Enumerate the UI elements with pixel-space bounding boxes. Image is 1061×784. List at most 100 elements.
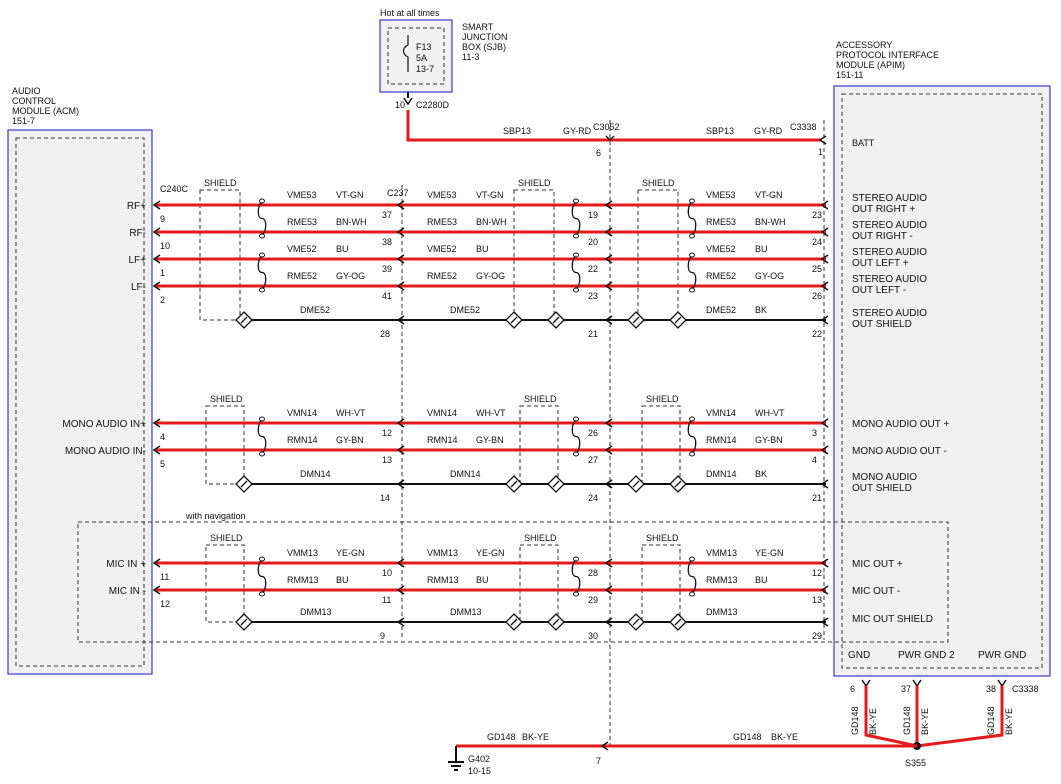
c3052-pin-number: 29 bbox=[588, 595, 598, 605]
shield-ground-mark bbox=[510, 618, 518, 626]
apim-pin-label: OUT RIGHT - bbox=[852, 231, 913, 242]
c3052-pin bbox=[604, 617, 613, 627]
c3052-pin-number: 28 bbox=[588, 568, 598, 578]
twist-end bbox=[259, 233, 265, 239]
sjb-box bbox=[379, 19, 453, 93]
apim-pin-label: STEREO AUDIO bbox=[852, 308, 927, 319]
shield-ground-mark bbox=[674, 316, 682, 324]
apim-pin-label: MONO AUDIO OUT + bbox=[852, 419, 949, 430]
vertical-wire-label: BK-YE bbox=[1004, 708, 1014, 735]
splice-label: S355 bbox=[905, 758, 926, 768]
c3052-pin-number: 24 bbox=[588, 493, 598, 503]
acm-label: AUDIO bbox=[12, 86, 41, 96]
wire-color-label: GY-OG bbox=[336, 271, 365, 281]
acm-pin-number: 9 bbox=[160, 214, 165, 224]
wire-color-label: BN-WH bbox=[755, 217, 786, 227]
wire-color-label: WH-VT bbox=[755, 408, 785, 418]
apim-pin-label: MONO AUDIO OUT - bbox=[852, 446, 947, 457]
drain-circuit-label: DME52 bbox=[300, 305, 330, 315]
acm-pin bbox=[152, 418, 161, 428]
ground-pin-number: 37 bbox=[901, 684, 911, 694]
circuit-label: VME53 bbox=[706, 190, 736, 200]
apim-pin-label: STEREO AUDIO bbox=[852, 220, 927, 231]
apim-pin-number: 23 bbox=[812, 210, 822, 220]
apim-pin-number: 24 bbox=[812, 237, 822, 247]
ground-color-left: BK-YE bbox=[522, 732, 549, 742]
c237-pin bbox=[396, 315, 405, 325]
vertical-wire-label: BK-YE bbox=[920, 708, 930, 735]
shield-right bbox=[641, 544, 681, 623]
shield-label: SHIELD bbox=[646, 533, 679, 543]
circuit-label: VMM13 bbox=[287, 548, 318, 558]
acm-pin bbox=[152, 200, 161, 210]
acm-pin-number: 1 bbox=[160, 268, 165, 278]
shield-label: SHIELD bbox=[524, 533, 557, 543]
wire-color-label: VT-GN bbox=[336, 190, 364, 200]
apim-pin bbox=[820, 445, 829, 455]
c3052-pin bbox=[604, 418, 613, 428]
twist-end bbox=[573, 198, 579, 204]
acm-pin-label: MONO AUDIO IN- bbox=[65, 446, 146, 457]
apim-pin bbox=[820, 558, 829, 568]
drain-circuit-label: DMM13 bbox=[706, 607, 738, 617]
sjb-label: BOX (SJB) bbox=[462, 42, 506, 52]
shield-ground-mark bbox=[632, 316, 640, 324]
twisted-pair-icon bbox=[571, 254, 581, 291]
twist-end bbox=[573, 451, 579, 457]
shield-ground-mark bbox=[674, 618, 682, 626]
wire-color-label: VT-GN bbox=[755, 190, 783, 200]
apim-box bbox=[833, 85, 1051, 677]
apim-pin bbox=[820, 418, 829, 428]
c3052-pin bbox=[604, 281, 613, 291]
wire-color-label: GY-BN bbox=[336, 435, 364, 445]
acm-pin-number: 5 bbox=[160, 459, 165, 469]
batt-wire bbox=[406, 110, 820, 142]
c3052-pin bbox=[604, 227, 613, 237]
apim-label: MODULE (APIM) bbox=[836, 60, 905, 70]
wire-color-label: GY-BN bbox=[476, 435, 504, 445]
shield-ground-mark bbox=[674, 480, 682, 488]
apim-pin-number: 22 bbox=[812, 329, 822, 339]
acm-label: CONTROL bbox=[12, 96, 56, 106]
twisted-pair-icon bbox=[257, 254, 267, 291]
twisted-pair-icon bbox=[687, 558, 697, 595]
twist-end bbox=[573, 252, 579, 258]
c3052-ground-pin bbox=[600, 741, 609, 751]
twisted-pair-icon bbox=[257, 200, 267, 237]
apim-pin-label: MONO AUDIO bbox=[852, 472, 917, 483]
shield-ground-mark bbox=[632, 480, 640, 488]
apim-ground-pin bbox=[861, 679, 871, 688]
vertical-wire-label: BK-YE bbox=[868, 708, 878, 735]
twist-end bbox=[259, 287, 265, 293]
circuit-label: RMN14 bbox=[427, 435, 458, 445]
shield-ground-mark bbox=[552, 618, 560, 626]
ground-circuit-right: GD148 bbox=[733, 732, 762, 742]
acm-label: 151-7 bbox=[12, 116, 35, 126]
circuit-label: RME53 bbox=[287, 217, 317, 227]
c3052-pin bbox=[604, 558, 613, 568]
wire-color-label: YE-GN bbox=[336, 548, 365, 558]
wire-color-label: BU bbox=[755, 244, 768, 254]
ground-wire-pwr bbox=[916, 686, 1004, 748]
acm-label: MODULE (ACM) bbox=[12, 106, 79, 116]
wire-color-label: BN-WH bbox=[476, 217, 507, 227]
ground-connector-label: C3338 bbox=[1012, 684, 1039, 694]
shield-ground-mark bbox=[510, 480, 518, 488]
c3052-pin-mark bbox=[605, 135, 615, 141]
ground-id-label: G402 bbox=[468, 754, 490, 764]
c3052-pin-number: 22 bbox=[588, 264, 598, 274]
apim-pin bbox=[820, 585, 829, 595]
acm-pin bbox=[152, 445, 161, 455]
drain-circuit-label: DMM13 bbox=[450, 607, 482, 617]
apim-pin bbox=[820, 281, 829, 291]
apim-pin-label: STEREO AUDIO bbox=[852, 247, 927, 258]
wire-color-label: BK bbox=[755, 469, 767, 479]
apim-pin-number: 4 bbox=[812, 455, 817, 465]
apim-inner bbox=[841, 93, 1043, 669]
vertical-wire-label: GD148 bbox=[850, 706, 860, 735]
twist-end bbox=[689, 416, 695, 422]
vertical-wire-label: GD148 bbox=[902, 706, 912, 735]
shield-mid bbox=[519, 544, 559, 623]
ground-pin-number: 6 bbox=[850, 684, 855, 694]
